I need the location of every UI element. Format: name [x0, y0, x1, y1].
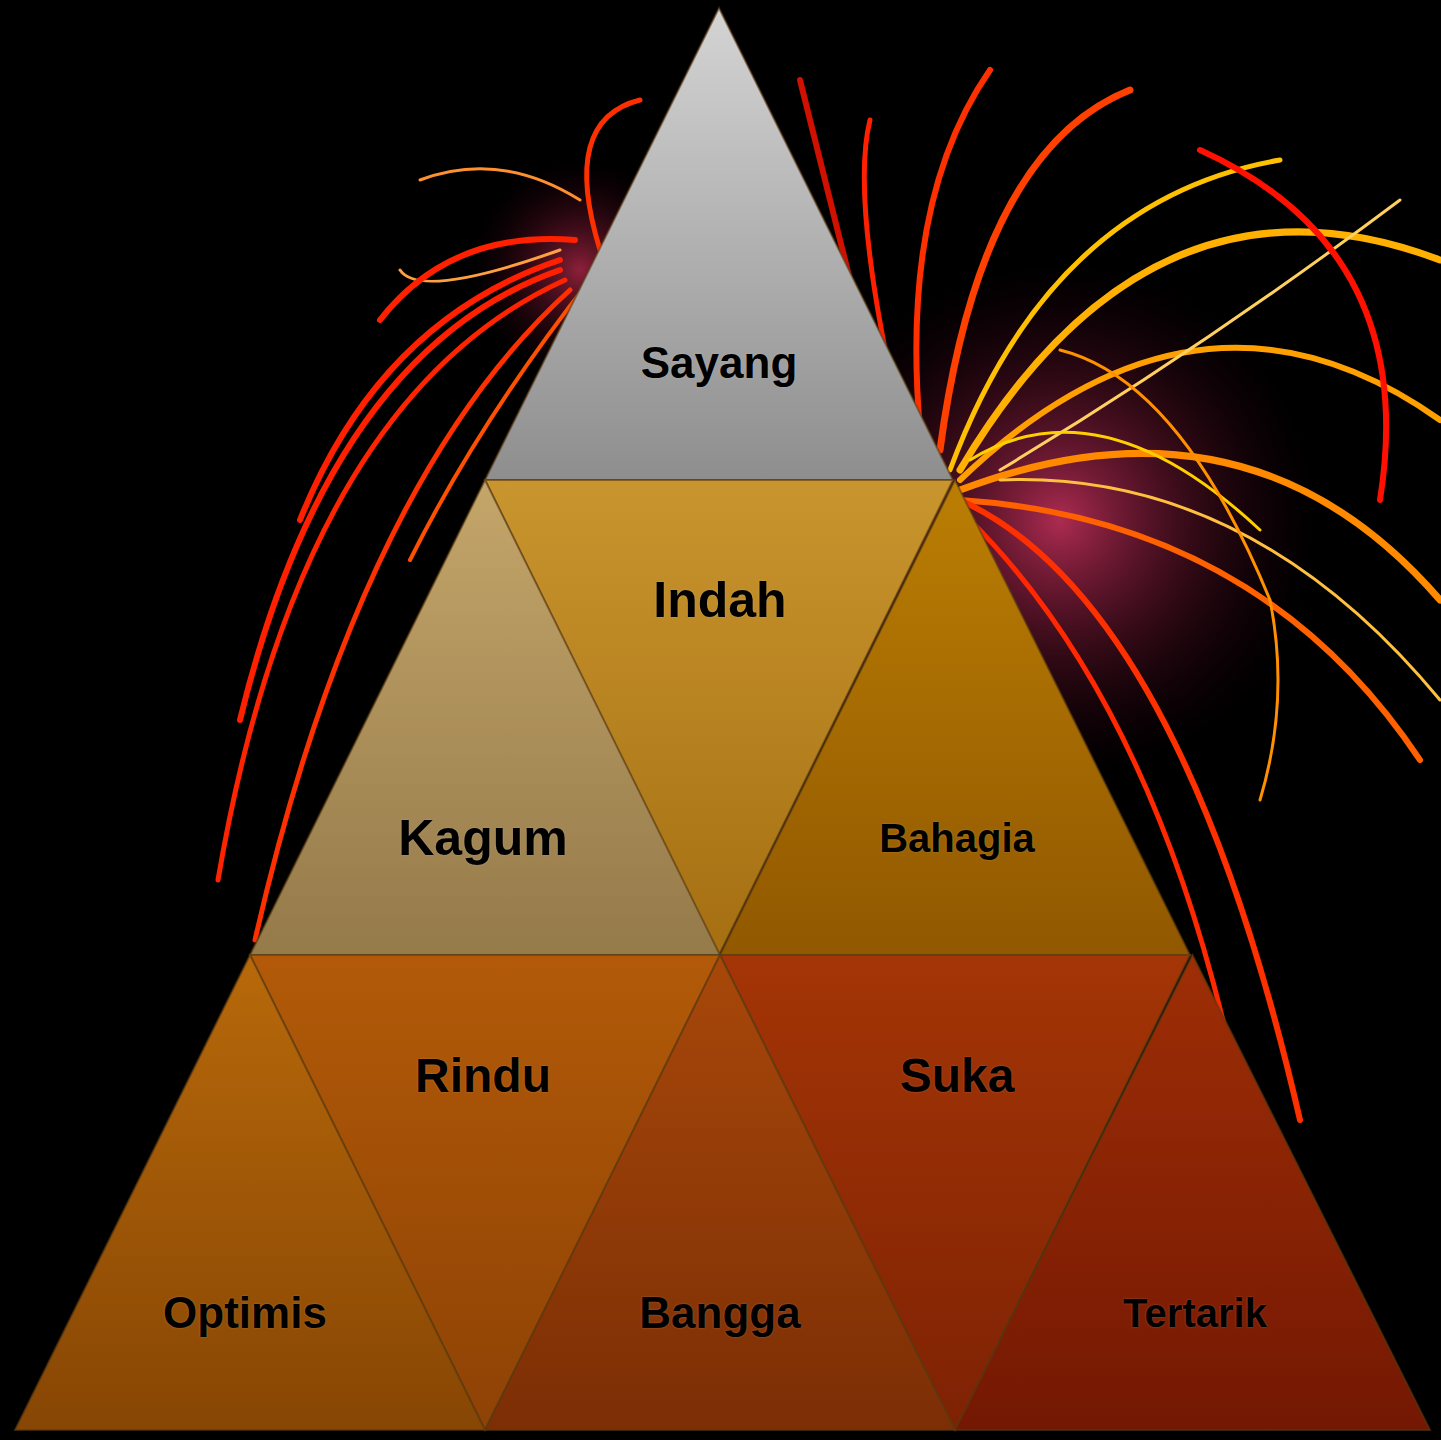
emotion-label: Kagum [398, 809, 567, 867]
emotion-label: Bahagia [879, 816, 1035, 861]
pyramid-triangle: Kagum [250, 480, 720, 955]
triangle-shape [15, 955, 485, 1430]
pyramid-triangle: Bangga [485, 955, 955, 1430]
emotion-label: Optimis [163, 1288, 327, 1338]
emotion-label: Bangga [639, 1288, 800, 1338]
pyramid-triangle: Tertarik [955, 955, 1430, 1430]
emotion-label: Suka [900, 1048, 1015, 1103]
emotion-label: Rindu [415, 1048, 551, 1103]
emotion-label: Tertarik [1123, 1291, 1267, 1336]
emotion-label: Sayang [641, 338, 798, 388]
pyramid-triangle: Sayang [485, 8, 953, 480]
pyramid-triangle: Optimis [15, 955, 485, 1430]
triangle-shape [485, 955, 955, 1430]
pyramid-triangle: Bahagia [720, 480, 1190, 955]
triangle-shape [250, 480, 720, 955]
triangle-shape [485, 8, 953, 480]
triangle-shape [955, 955, 1430, 1430]
triangle-shape [720, 480, 1190, 955]
emotion-label: Indah [653, 571, 786, 629]
